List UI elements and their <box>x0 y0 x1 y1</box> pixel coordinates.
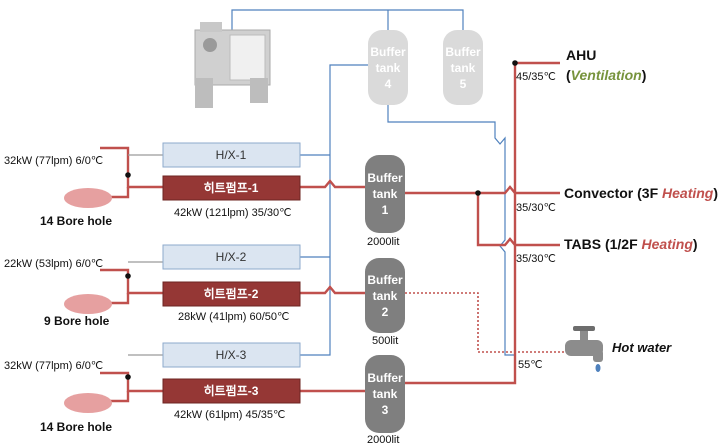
tank-3-capacity: 2000lit <box>367 434 399 446</box>
faucet-icon <box>565 326 603 372</box>
junction-dot <box>512 60 518 66</box>
buffer-tank-3: Buffer tank 3 <box>365 355 405 433</box>
ahu-temp: 45/35℃ <box>516 71 556 83</box>
svg-text:Buffer: Buffer <box>445 45 481 59</box>
buffer-tank-4: Buffer tank 4 <box>368 30 408 105</box>
heat-pump-3-label: 히트펌프-3 <box>204 383 259 398</box>
svg-text:tank: tank <box>373 387 398 401</box>
row2-bore-label: 9 Bore hole <box>44 314 110 328</box>
svg-text:tank: tank <box>376 61 401 75</box>
row2-source-label: 22kW (53lpm) 6/0℃ <box>4 258 103 270</box>
hot-water-pipe <box>405 293 578 352</box>
svg-text:5: 5 <box>460 77 467 91</box>
row1-bore-label: 14 Bore hole <box>40 214 112 228</box>
heat-pump-1-spec: 42kW (121lpm) 35/30℃ <box>174 207 292 219</box>
bore-hole-1 <box>64 188 112 208</box>
ahu-title: AHU <box>566 47 596 63</box>
svg-text:1: 1 <box>382 203 389 217</box>
hx-2-label: H/X-2 <box>216 250 247 264</box>
tank-1-capacity: 2000lit <box>367 236 399 248</box>
buffer-tank-5: Buffer tank 5 <box>443 30 483 105</box>
svg-text:2: 2 <box>382 305 389 319</box>
tabs-label: TABS (1/2F Heating) <box>564 236 698 252</box>
buffer-tank-1: Buffer tank 1 <box>365 155 405 233</box>
bore-hole-2 <box>64 294 112 314</box>
junction-dot <box>125 273 131 279</box>
svg-text:3: 3 <box>382 403 389 417</box>
water-cooled-chiller-icon <box>195 22 270 108</box>
tank-2-capacity: 500lit <box>372 335 398 347</box>
hot-water-label: Hot water <box>612 340 672 355</box>
row3-source-label: 32kW (77lpm) 6/0℃ <box>4 360 103 372</box>
buffer-tank-2: Buffer tank 2 <box>365 258 405 333</box>
svg-text:tank: tank <box>451 61 476 75</box>
row3-bore-label: 14 Bore hole <box>40 420 112 434</box>
junction-dot <box>125 172 131 178</box>
svg-text:tank: tank <box>373 187 398 201</box>
ahu-subtitle: (Ventilation) <box>566 67 646 83</box>
svg-text:4: 4 <box>385 77 392 91</box>
svg-text:Buffer: Buffer <box>370 45 406 59</box>
row1-source-label: 32kW (77lpm) 6/0℃ <box>4 155 103 167</box>
hx-3-label: H/X-3 <box>216 348 247 362</box>
convector-label: Convector (3F Heating) <box>564 185 718 201</box>
convector-temp: 35/30℃ <box>516 202 556 214</box>
junction-dot <box>475 190 481 196</box>
svg-text:tank: tank <box>373 289 398 303</box>
bore-hole-3 <box>64 393 112 413</box>
svg-text:Buffer: Buffer <box>367 171 403 185</box>
heat-pump-3-spec: 42kW (61lpm) 45/35℃ <box>174 409 285 421</box>
svg-text:Buffer: Buffer <box>367 371 403 385</box>
heat-pump-1-label: 히트펌프-1 <box>204 180 259 195</box>
junction-dot <box>125 374 131 380</box>
heat-pump-2-spec: 28kW (41lpm) 60/50℃ <box>178 311 289 323</box>
svg-text:Buffer: Buffer <box>367 273 403 287</box>
hx-1-label: H/X-1 <box>216 148 247 162</box>
heat-pump-2-label: 히트펌프-2 <box>204 286 259 301</box>
hot-water-temp: 55℃ <box>518 359 543 371</box>
tabs-temp: 35/30℃ <box>516 253 556 265</box>
